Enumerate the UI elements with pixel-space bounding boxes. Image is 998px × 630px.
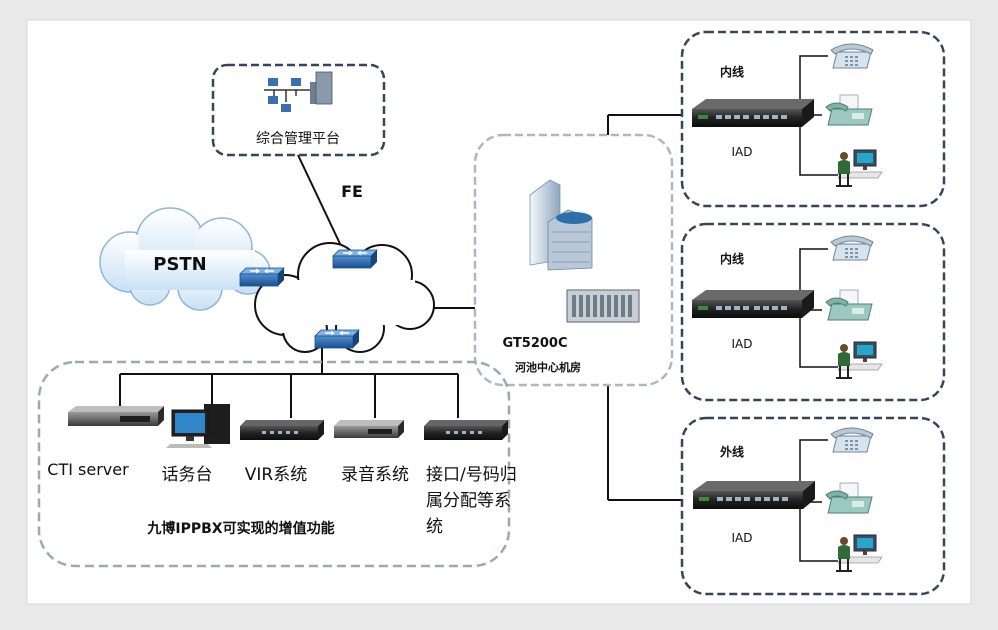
- console-label: 话务台: [162, 465, 213, 485]
- gt5200c-device-icon: [566, 289, 640, 323]
- fe-link-label: FE: [341, 182, 363, 201]
- gateway-model-label: GT5200C: [502, 336, 567, 351]
- vir-system-icon: [240, 420, 324, 440]
- interface-system-icon: [424, 420, 508, 440]
- core-switch-top-icon: [332, 249, 378, 269]
- branch-1-iad-icon: [692, 99, 814, 127]
- branch-3-iad-icon: [693, 481, 815, 509]
- vir-system-label: VIR系统: [245, 465, 307, 485]
- recording-system-icon: [334, 420, 404, 438]
- gateway-location-label: 河池中心机房: [515, 360, 581, 374]
- recording-system-label: 录音系统: [341, 465, 409, 485]
- management-network-icon: [264, 71, 333, 112]
- console-pc-icon: [166, 404, 230, 448]
- branch-3-line-label: 外线: [720, 444, 744, 459]
- branch-2-phone-icon: [830, 235, 874, 261]
- cti-server-label: CTI server: [47, 460, 129, 479]
- branch-1-iad-label: IAD: [732, 145, 753, 159]
- management-platform-box: [211, 63, 386, 157]
- management-platform-label: 综合管理平台: [256, 131, 340, 147]
- pstn-label: PSTN: [153, 254, 207, 275]
- branch-2-iad-label: IAD: [732, 337, 753, 351]
- branch-1-phone-icon: [830, 43, 874, 69]
- core-switch-left-icon: [239, 267, 285, 287]
- branch-3-iad-label: IAD: [732, 531, 753, 545]
- core-switch-bottom-icon: [314, 329, 360, 349]
- core-network-cloud: [254, 242, 435, 353]
- interface-system-label-line-1: 接口/号码归: [426, 465, 517, 485]
- branch-3-phone-icon: [830, 427, 874, 453]
- servers-caption: 九博IPPBX可实现的增值功能: [146, 520, 334, 537]
- branch-1-line-label: 内线: [720, 64, 744, 79]
- branch-2-line-label: 内线: [720, 251, 744, 266]
- cti-server-icon: [68, 406, 164, 426]
- branch-box-1: [680, 30, 946, 208]
- interface-system-label-line-2: 属分配等系: [426, 491, 511, 511]
- building-icon: [529, 179, 593, 271]
- interface-system-label-line-3: 统: [426, 517, 443, 537]
- servers-box: [37, 360, 511, 568]
- branch-2-iad-icon: [692, 290, 814, 318]
